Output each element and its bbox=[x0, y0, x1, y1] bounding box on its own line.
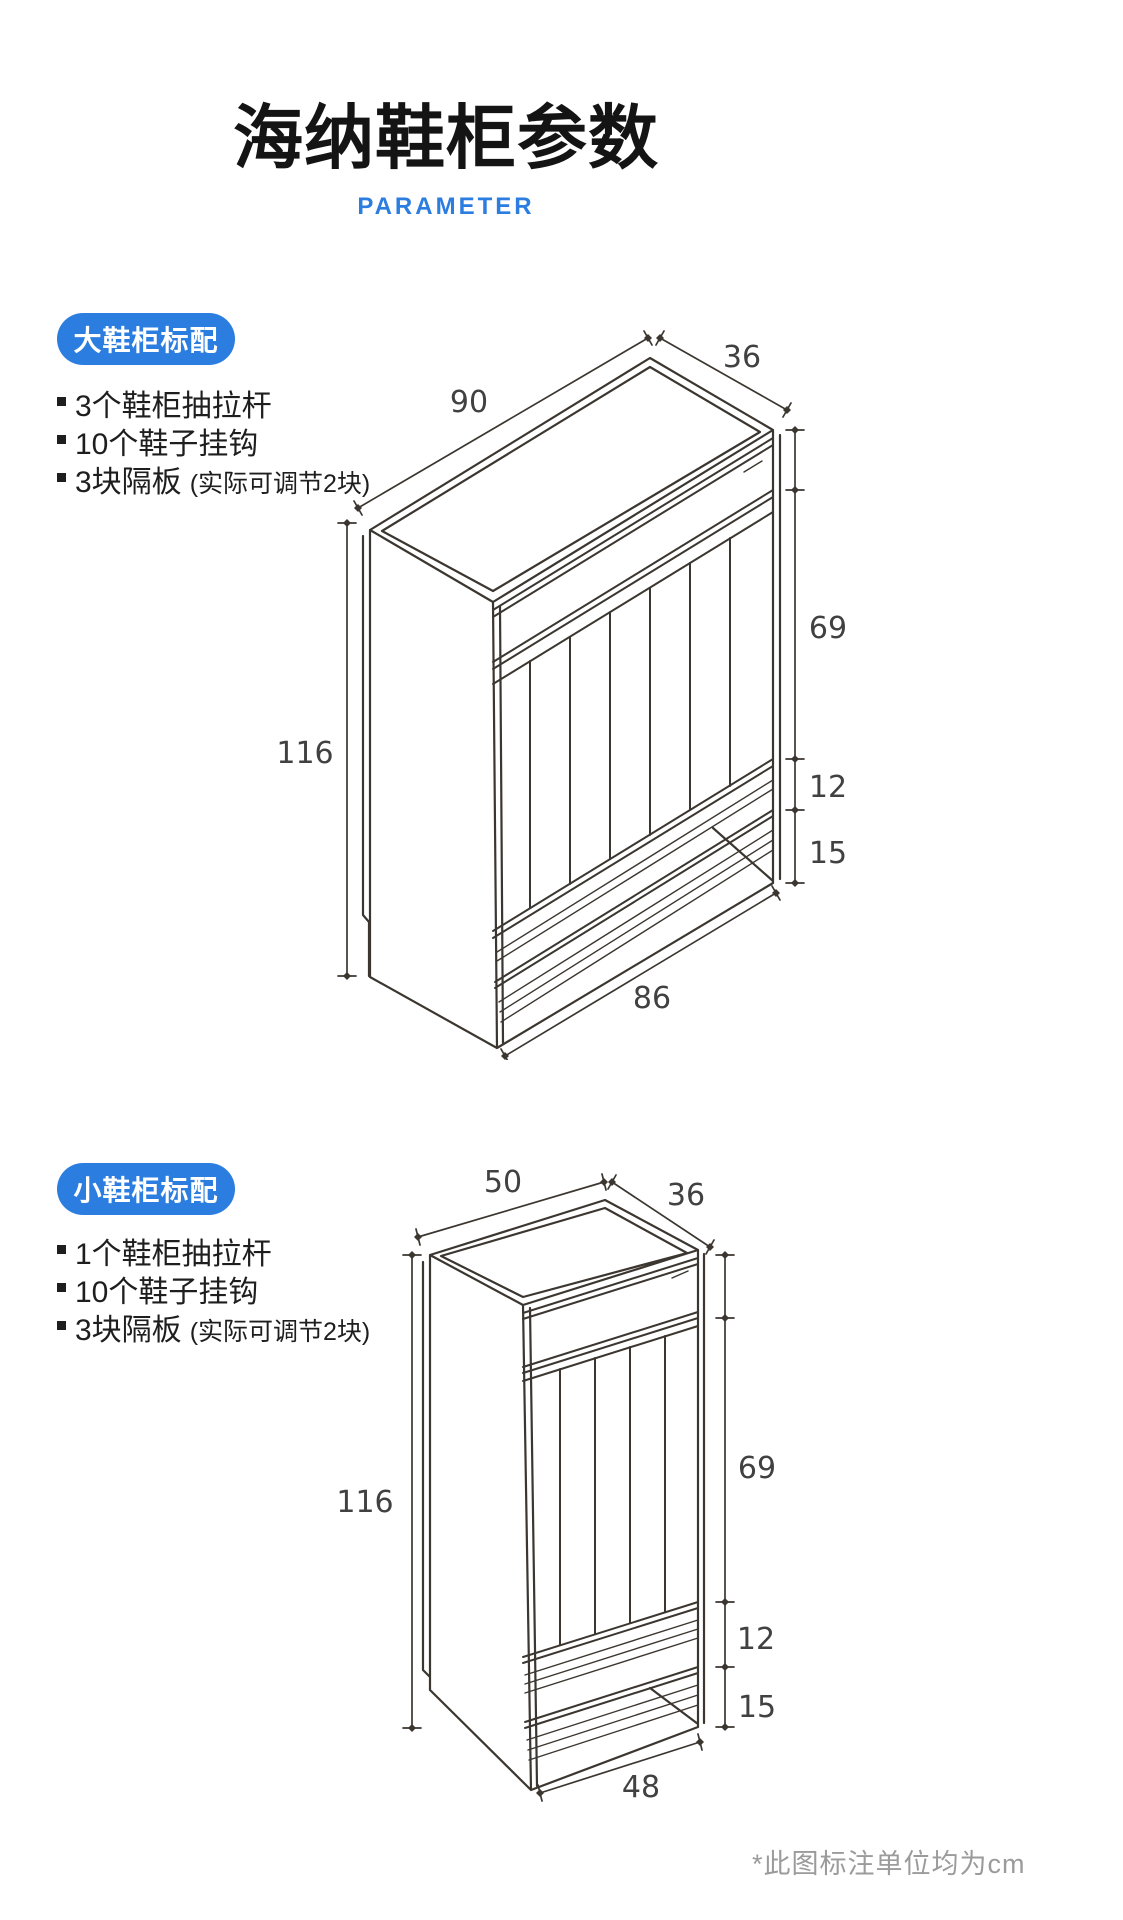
dim-line bbox=[353, 330, 653, 516]
large-cabinet-badge: 大鞋柜标配 bbox=[57, 313, 235, 365]
feature-note: (实际可调节2块) bbox=[189, 470, 371, 498]
feature-item: 10个鞋子挂钩 bbox=[57, 419, 370, 461]
dim-line bbox=[337, 522, 357, 977]
dim-label-base-height: 15 bbox=[738, 1690, 776, 1725]
small-cabinet-badge: 小鞋柜标配 bbox=[57, 1163, 235, 1215]
dim-total-height: 116 bbox=[276, 519, 357, 980]
shoe-rack-rails bbox=[524, 1270, 699, 1761]
feature-item: 3个鞋柜抽拉杆 bbox=[57, 381, 370, 423]
bullet-square-icon bbox=[57, 434, 66, 444]
feature-note: (实际可调节2块) bbox=[189, 1318, 371, 1346]
dim-top-depth: 36 bbox=[655, 330, 792, 418]
dim-line bbox=[785, 429, 805, 884]
dim-label-top-depth: 36 bbox=[723, 340, 761, 375]
feature-text: 3个鞋柜抽拉杆 bbox=[75, 390, 272, 423]
bullet-square-icon bbox=[57, 396, 66, 406]
dim-label-rack-gap: 12 bbox=[737, 1622, 775, 1657]
small-cabinet-features: 1个鞋柜抽拉杆 10个鞋子挂钩 3块隔板 (实际可调节2块) bbox=[57, 1229, 370, 1347]
feature-text: 10个鞋子挂钩 bbox=[75, 428, 259, 461]
dim-bottom-width: 48 bbox=[536, 1733, 704, 1805]
dim-label-total-height: 116 bbox=[276, 736, 333, 771]
dim-top-width: 50 bbox=[414, 1165, 608, 1246]
feature-item: 1个鞋柜抽拉杆 bbox=[57, 1229, 370, 1271]
dim-line bbox=[402, 1254, 422, 1729]
dim-label-top-width: 90 bbox=[450, 385, 488, 420]
page-subtitle: PARAMETER bbox=[357, 193, 535, 220]
cabinet-face-lines bbox=[522, 1257, 699, 1729]
dim-total-height: 116 bbox=[336, 1251, 422, 1732]
page-title: 海纳鞋柜参数 bbox=[233, 99, 659, 177]
dim-label-rack-gap: 12 bbox=[809, 770, 847, 805]
bullet-square-icon bbox=[57, 472, 66, 482]
feature-item: 10个鞋子挂钩 bbox=[57, 1267, 370, 1309]
dim-label-base-height: 15 bbox=[809, 836, 847, 871]
page-header: 海纳鞋柜参数 PARAMETER bbox=[0, 100, 892, 221]
dim-label-total-height: 116 bbox=[336, 1485, 393, 1520]
feature-text: 10个鞋子挂钩 bbox=[75, 1276, 259, 1309]
unit-footnote: *此图标注单位均为cm bbox=[752, 1849, 1026, 1879]
feature-text: 3块隔板 bbox=[75, 466, 182, 499]
dim-right-chain: 69 12 15 bbox=[715, 1251, 776, 1731]
feature-text: 1个鞋柜抽拉杆 bbox=[75, 1238, 272, 1271]
feature-item: 3块隔板 (实际可调节2块) bbox=[57, 457, 370, 499]
dim-right-chain: 69 12 15 bbox=[785, 426, 847, 887]
dim-line bbox=[537, 1733, 703, 1802]
dim-bottom-width: 86 bbox=[500, 885, 781, 1060]
dim-label-top-depth: 36 bbox=[667, 1178, 705, 1213]
bullet-square-icon bbox=[57, 1244, 66, 1254]
dim-label-top-width: 50 bbox=[484, 1165, 522, 1200]
dim-line bbox=[715, 1254, 735, 1728]
shoe-rack-rails bbox=[496, 460, 774, 1023]
bullet-square-icon bbox=[57, 1320, 66, 1330]
cabinet-slats bbox=[529, 537, 731, 909]
dim-line bbox=[500, 885, 781, 1060]
small-cabinet-drawing: 116 50 36 69 12 15 48 bbox=[336, 1165, 776, 1805]
large-cabinet-drawing: 116 90 36 69 12 15 86 bbox=[276, 330, 847, 1060]
feature-text: 3块隔板 bbox=[75, 1314, 182, 1347]
dim-label-upper-height: 69 bbox=[738, 1451, 776, 1486]
dim-top-depth: 36 bbox=[607, 1174, 715, 1255]
dim-top-width: 90 bbox=[353, 330, 653, 516]
dim-label-upper-height: 69 bbox=[809, 611, 847, 646]
cabinet-outline bbox=[361, 356, 782, 1050]
bullet-square-icon bbox=[57, 1282, 66, 1292]
cabinet-face-lines bbox=[492, 437, 774, 989]
dim-label-bottom-width: 48 bbox=[622, 1770, 660, 1805]
feature-item: 3块隔板 (实际可调节2块) bbox=[57, 1305, 370, 1347]
dim-label-bottom-width: 86 bbox=[633, 981, 671, 1016]
cabinet-slats bbox=[559, 1335, 666, 1646]
cabinet-outline bbox=[421, 1198, 706, 1792]
large-cabinet-features: 3个鞋柜抽拉杆 10个鞋子挂钩 3块隔板 (实际可调节2块) bbox=[57, 381, 370, 499]
